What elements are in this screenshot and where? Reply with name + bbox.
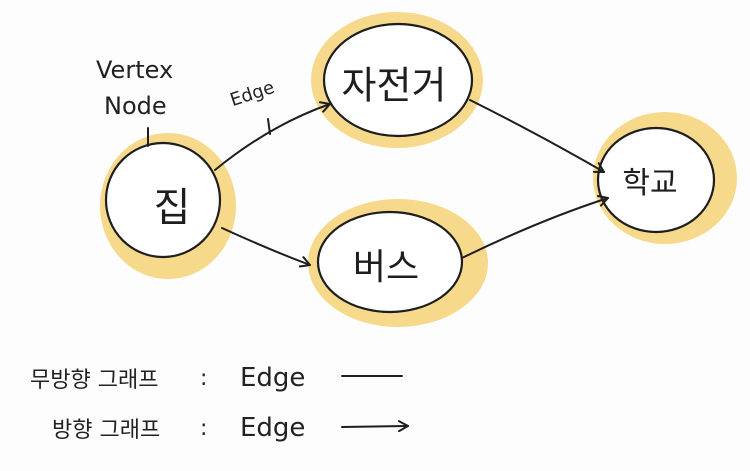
node-label-school: 학교 <box>622 166 678 201</box>
node-label-bicycle: 자전거 <box>341 63 447 108</box>
legend-undirected-sep: : <box>200 365 208 391</box>
vertex-annotation: Vertex <box>96 56 174 84</box>
legend-directed-sep: : <box>200 415 208 441</box>
legend-undirected: 무방향 그래프 : Edge <box>30 362 340 394</box>
node-label-bus: 버스 <box>352 247 420 288</box>
legend-undirected-graph: 무방향 그래프 <box>30 368 159 393</box>
legend-directed-graph: 방향 그래프 <box>52 418 161 443</box>
edge-home-bicycle <box>214 101 331 171</box>
node-circles <box>104 22 716 314</box>
edge-pointer-line <box>267 118 271 135</box>
node-circle-school <box>596 126 716 234</box>
legend-directed: 방향 그래프 : Edge <box>52 412 340 444</box>
edge-bicycle-school <box>469 99 605 173</box>
node-annotation: Node <box>104 92 167 120</box>
node-label-home: 집 <box>153 185 191 231</box>
node-circle-bicycle <box>322 22 474 138</box>
legend-undirected-edge: Edge <box>240 363 306 393</box>
node-circle-bus <box>316 210 464 314</box>
edge-bus-school <box>461 195 609 259</box>
edge-home-bus <box>221 227 311 268</box>
legend-directed-symbol <box>341 420 409 433</box>
node-circle-home <box>104 141 222 259</box>
edges <box>214 99 609 268</box>
legend-directed-edge: Edge <box>240 413 306 443</box>
